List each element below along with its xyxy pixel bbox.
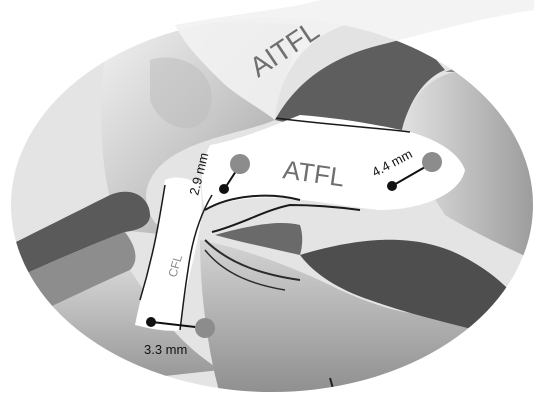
atfl-landmark-marker	[422, 152, 442, 172]
cfl-upper-footprint-marker	[219, 184, 229, 194]
cfl-lower-landmark-marker	[195, 318, 215, 338]
cfl-lower-footprint-marker	[146, 317, 156, 327]
atfl-footprint-marker	[387, 181, 397, 191]
cfl-lower-distance-label: 3.3 mm	[144, 342, 187, 357]
cfl-upper-landmark-marker	[230, 154, 250, 174]
